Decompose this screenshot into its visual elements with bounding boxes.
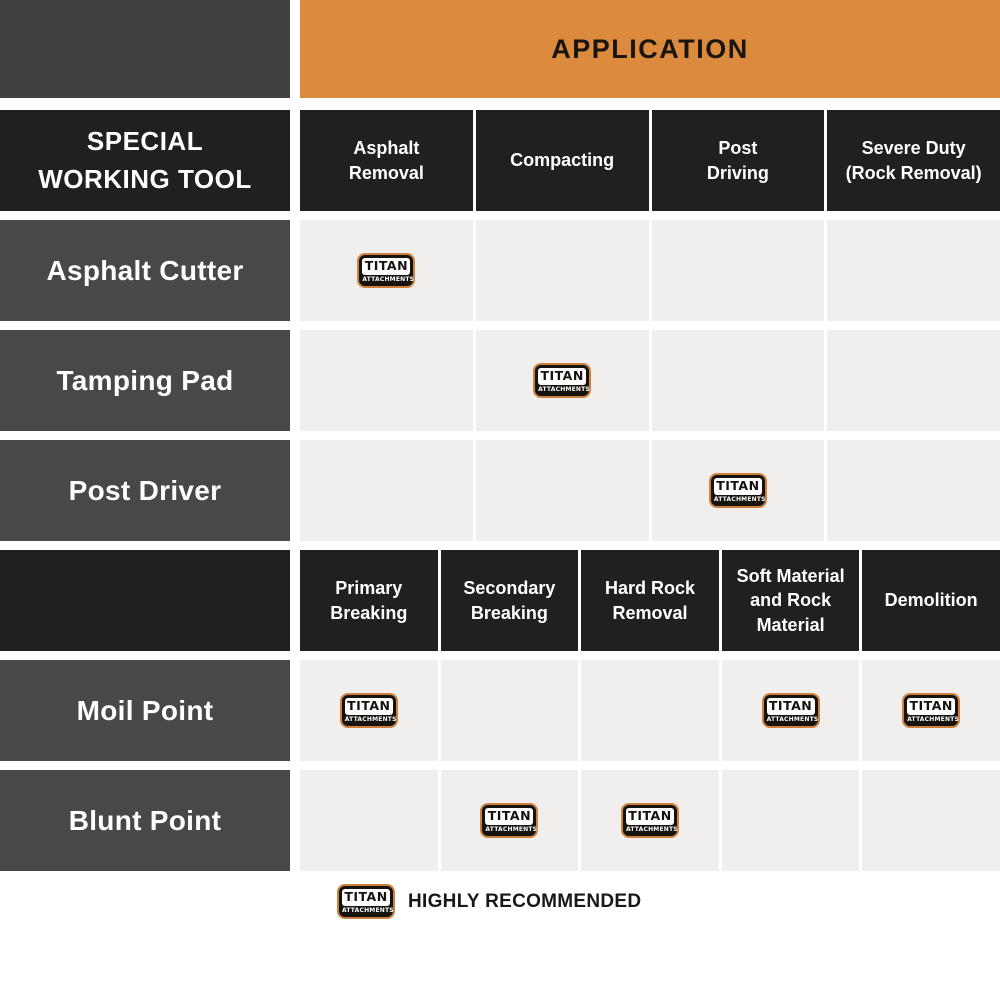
cell-asphalt-cutter-post-driving	[651, 220, 825, 321]
cell-post-driver-severe-duty-rock-removal	[827, 440, 1000, 541]
titan-logo-wordmark: TITAN	[344, 698, 393, 715]
cell-tamping-pad-asphalt-removal	[300, 330, 473, 431]
row-label-asphalt-cutter: Asphalt Cutter	[0, 220, 290, 321]
column-header-label: Compacting	[510, 150, 615, 171]
column-header-asphalt-removal: Asphalt Removal	[300, 110, 473, 211]
column-header-post-driving: Post Driving	[651, 110, 825, 211]
titan-logo-wordmark: TITAN	[625, 808, 674, 825]
cell-asphalt-cutter-compacting	[475, 220, 649, 321]
titan-logo-wordmark: TITAN	[713, 478, 762, 495]
titan-logo-subtext: ATTACHMENTS	[766, 716, 819, 723]
column-header-soft-material-and-rock-material: Soft Material and Rock Material	[721, 550, 860, 651]
cell-tamping-pad-post-driving	[651, 330, 825, 431]
legend: TITAN ATTACHMENTS HIGHLY RECOMMENDED	[337, 884, 1000, 919]
titan-logo-wordmark: TITAN	[485, 808, 534, 825]
titan-logo-subtext: ATTACHMENTS	[907, 716, 959, 723]
titan-attachments-badge: TITAN ATTACHMENTS	[337, 884, 395, 919]
cell-post-driver-asphalt-removal	[300, 440, 473, 541]
cell-moil-point-secondary-breaking	[440, 660, 579, 761]
section-2-header-row: Primary Breaking Secondary Breaking Hard R…	[0, 550, 1000, 651]
titan-logo-subtext: ATTACHMENTS	[362, 276, 415, 283]
column-header-label: Hard Rock Removal	[604, 578, 695, 623]
row-label-tamping-pad: Tamping Pad	[0, 330, 290, 431]
column-header-label: Secondary Breaking	[463, 578, 556, 623]
column-header-label: Demolition	[884, 590, 978, 611]
row-label-post-driver: Post Driver	[0, 440, 290, 541]
row-label-moil-point: Moil Point	[0, 660, 290, 761]
titan-logo-wordmark: TITAN	[342, 889, 390, 906]
top-left-spacer	[0, 0, 290, 98]
titan-logo-subtext: ATTACHMENTS	[713, 496, 766, 503]
legend-label: HIGHLY RECOMMENDED	[408, 890, 642, 912]
application-banner-label: APPLICATION	[551, 33, 749, 64]
column-header-severe-duty-rock-removal: Severe Duty (Rock Removal)	[827, 110, 1000, 211]
column-header-hard-rock-removal: Hard Rock Removal	[581, 550, 719, 651]
titan-logo-subtext: ATTACHMENTS	[485, 826, 538, 833]
section-1-column-headers: Asphalt Removal Compacting Post Driving Sev…	[300, 110, 1000, 211]
column-header-primary-breaking: Primary Breaking	[300, 550, 438, 651]
titan-logo-subtext: ATTACHMENTS	[342, 907, 394, 914]
cell-blunt-point-demolition	[862, 770, 1000, 871]
banner-row: APPLICATION	[0, 0, 1000, 98]
column-header-label: Post Driving	[706, 138, 769, 183]
titan-logo-wordmark: TITAN	[907, 698, 956, 715]
titan-logo-wordmark: TITAN	[538, 368, 587, 385]
column-header-secondary-breaking: Secondary Breaking	[440, 550, 579, 651]
titan-logo-subtext: ATTACHMENTS	[538, 386, 590, 393]
column-header-label: Primary Breaking	[330, 578, 408, 623]
column-header-label: Soft Material and Rock Material	[736, 566, 845, 635]
section-2-column-headers: Primary Breaking Secondary Breaking Hard R…	[300, 550, 1000, 651]
column-header-compacting: Compacting	[475, 110, 649, 211]
section-1-header-row: SPECIAL WORKING TOOL Asphalt Removal Compa…	[0, 110, 1000, 211]
matrix-body: SPECIAL WORKING TOOL Asphalt Removal Compa…	[0, 110, 1000, 871]
application-banner: APPLICATION	[300, 0, 1000, 98]
column-header-demolition: Demolition	[862, 550, 1000, 651]
cell-tamping-pad-severe-duty-rock-removal	[827, 330, 1000, 431]
cell-post-driver-compacting	[475, 440, 649, 541]
tool-column-header: SPECIAL WORKING TOOL	[0, 110, 290, 211]
cell-blunt-point-primary-breaking	[300, 770, 438, 871]
row-label-blunt-point: Blunt Point	[0, 770, 290, 871]
cell-moil-point-hard-rock-removal	[581, 660, 719, 761]
titan-logo-wordmark: TITAN	[766, 698, 815, 715]
cell-asphalt-cutter-severe-duty-rock-removal	[827, 220, 1000, 321]
column-header-label: Asphalt Removal	[348, 138, 424, 183]
column-header-label: Severe Duty (Rock Removal)	[845, 138, 982, 183]
titan-logo-wordmark: TITAN	[362, 258, 411, 275]
titan-logo-subtext: ATTACHMENTS	[625, 826, 678, 833]
cell-blunt-point-soft-material-and-rock-material	[721, 770, 860, 871]
section-2-corner-spacer	[0, 550, 290, 651]
titan-logo-subtext: ATTACHMENTS	[344, 716, 397, 723]
